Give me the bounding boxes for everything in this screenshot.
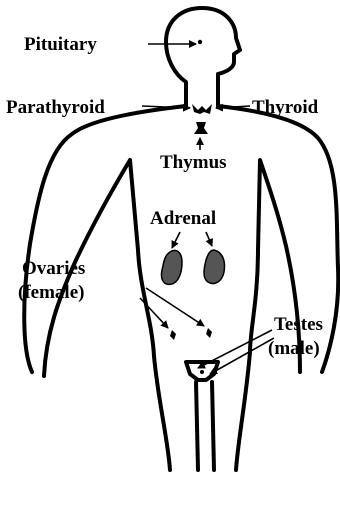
testes-arrow-2 [210,338,274,374]
labels: Pituitary Parathyroid Thyroid Thymus Adr… [6,34,323,359]
ovary-right [206,328,212,338]
head-outline [166,8,240,106]
thyroid-label: Thyroid [252,97,319,118]
testes-label-line2: (male) [268,338,320,359]
right-leg-outline [236,352,250,470]
adrenal-gland-left [161,250,182,284]
body-outline [24,8,338,470]
parathyroid-label: Parathyroid [6,97,105,118]
adrenal-gland-right [204,250,225,284]
ovaries-label-line1: Ovaries [22,258,85,279]
testis-dot [200,370,204,374]
adrenal-arrow-right [206,232,212,246]
ovaries-label-line2: (female) [18,282,84,303]
thyroid-gland [192,104,212,114]
ovaries-arrow-left [140,298,168,328]
ovary-left [170,330,176,340]
left-leg-outline [154,356,170,470]
testes-label-line1: Testes [274,314,323,335]
pituitary-label: Pituitary [24,34,97,55]
inner-leg-outline-right [212,382,214,470]
thymus-gland [194,122,208,134]
adrenal-label: Adrenal [150,208,216,229]
thymus-label: Thymus [160,152,227,173]
ovaries-arrow-right [146,288,204,326]
inner-leg-outline [196,382,198,470]
pituitary-gland [198,40,202,44]
adrenal-arrow-left [172,232,180,248]
